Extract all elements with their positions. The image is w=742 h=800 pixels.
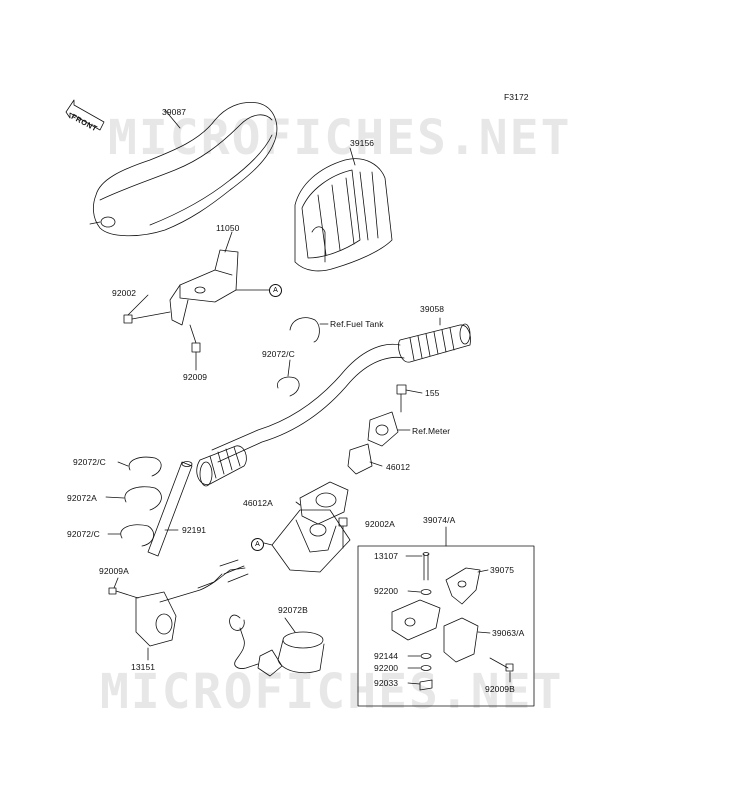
label-13151: 13151 xyxy=(131,662,156,672)
clamp-92072c-low xyxy=(107,524,155,547)
inset-box-39074a xyxy=(357,526,535,707)
label-92072b: 92072B xyxy=(278,605,308,615)
washer-92200-top xyxy=(407,589,432,595)
rubber-boot-39156 xyxy=(294,147,393,272)
hose-clamp-fuel-tank xyxy=(289,317,329,343)
label-46012a: 46012A xyxy=(243,498,273,508)
bolt-155 xyxy=(396,384,423,413)
label-92009a: 92009A xyxy=(99,566,129,576)
label-11050: 11050 xyxy=(216,223,240,233)
lever-39075 xyxy=(445,567,489,605)
pin-13107 xyxy=(405,552,430,581)
holder-46012 xyxy=(347,443,383,475)
label-92072a: 92072A xyxy=(67,493,97,503)
reference-marker-a-upper: A xyxy=(269,284,282,297)
label-39075: 39075 xyxy=(490,565,515,575)
tube-92191 xyxy=(147,461,193,557)
label-92144: 92144 xyxy=(374,651,399,661)
diagram-code: F3172 xyxy=(504,92,529,102)
label-92200-top: 92200 xyxy=(374,586,399,596)
label-39156: 39156 xyxy=(350,138,375,148)
label-46012: 46012 xyxy=(386,462,411,472)
label-92072c-low: 92072/C xyxy=(67,529,100,539)
bracket-11050 xyxy=(169,231,271,326)
label-92072c-mid: 92072/C xyxy=(73,457,106,467)
bolt-92002 xyxy=(123,294,171,324)
handlebar-pad-39087 xyxy=(89,101,278,237)
reference-marker-a-lower: A xyxy=(251,538,264,551)
housing-39074 xyxy=(391,599,441,641)
washer-92200-low xyxy=(407,665,432,671)
label-39058: 39058 xyxy=(420,304,445,314)
label-92191: 92191 xyxy=(182,525,207,535)
clamp-92072c-top xyxy=(277,359,300,397)
lanyard-cord xyxy=(229,614,259,669)
holder-upper xyxy=(367,411,411,447)
label-92033: 92033 xyxy=(374,678,399,688)
label-92072c-top: 92072/C xyxy=(262,349,295,359)
bolt-92002a xyxy=(338,517,348,549)
switch-13151 xyxy=(135,559,249,661)
label-92200-low: 92200 xyxy=(374,663,399,673)
label-92009: 92009 xyxy=(183,372,208,382)
steering-holder-plate xyxy=(263,509,351,573)
label-92009b: 92009B xyxy=(485,684,515,694)
watermark-bottom: MICROFICHES.NET xyxy=(100,664,564,720)
bolt-92009 xyxy=(189,324,201,371)
watermark-top: MICROFICHES.NET xyxy=(108,110,572,166)
holder-46012a xyxy=(295,481,349,525)
label-92002: 92002 xyxy=(112,288,137,298)
clamp-92072c-mid xyxy=(117,456,162,477)
front-arrow-icon xyxy=(65,99,105,131)
bolt-92009b xyxy=(489,657,514,683)
handlebar-39058 xyxy=(196,317,471,487)
clip-92033 xyxy=(407,679,433,691)
label-39063a: 39063/A xyxy=(492,628,525,638)
label-39087: 39087 xyxy=(162,107,187,117)
clamp-92072a xyxy=(105,486,162,511)
label-ref-meter: Ref.Meter xyxy=(412,426,451,436)
strap-92072b xyxy=(257,617,325,677)
label-39074a: 39074/A xyxy=(423,515,456,525)
label-ref-fuel-tank: Ref.Fuel Tank xyxy=(330,319,384,329)
washer-92144 xyxy=(407,653,432,659)
label-155: 155 xyxy=(425,388,440,398)
label-92002a: 92002A xyxy=(365,519,395,529)
label-13107: 13107 xyxy=(374,551,399,561)
bolt-92009a xyxy=(108,577,139,599)
cover-39063a xyxy=(443,617,491,663)
